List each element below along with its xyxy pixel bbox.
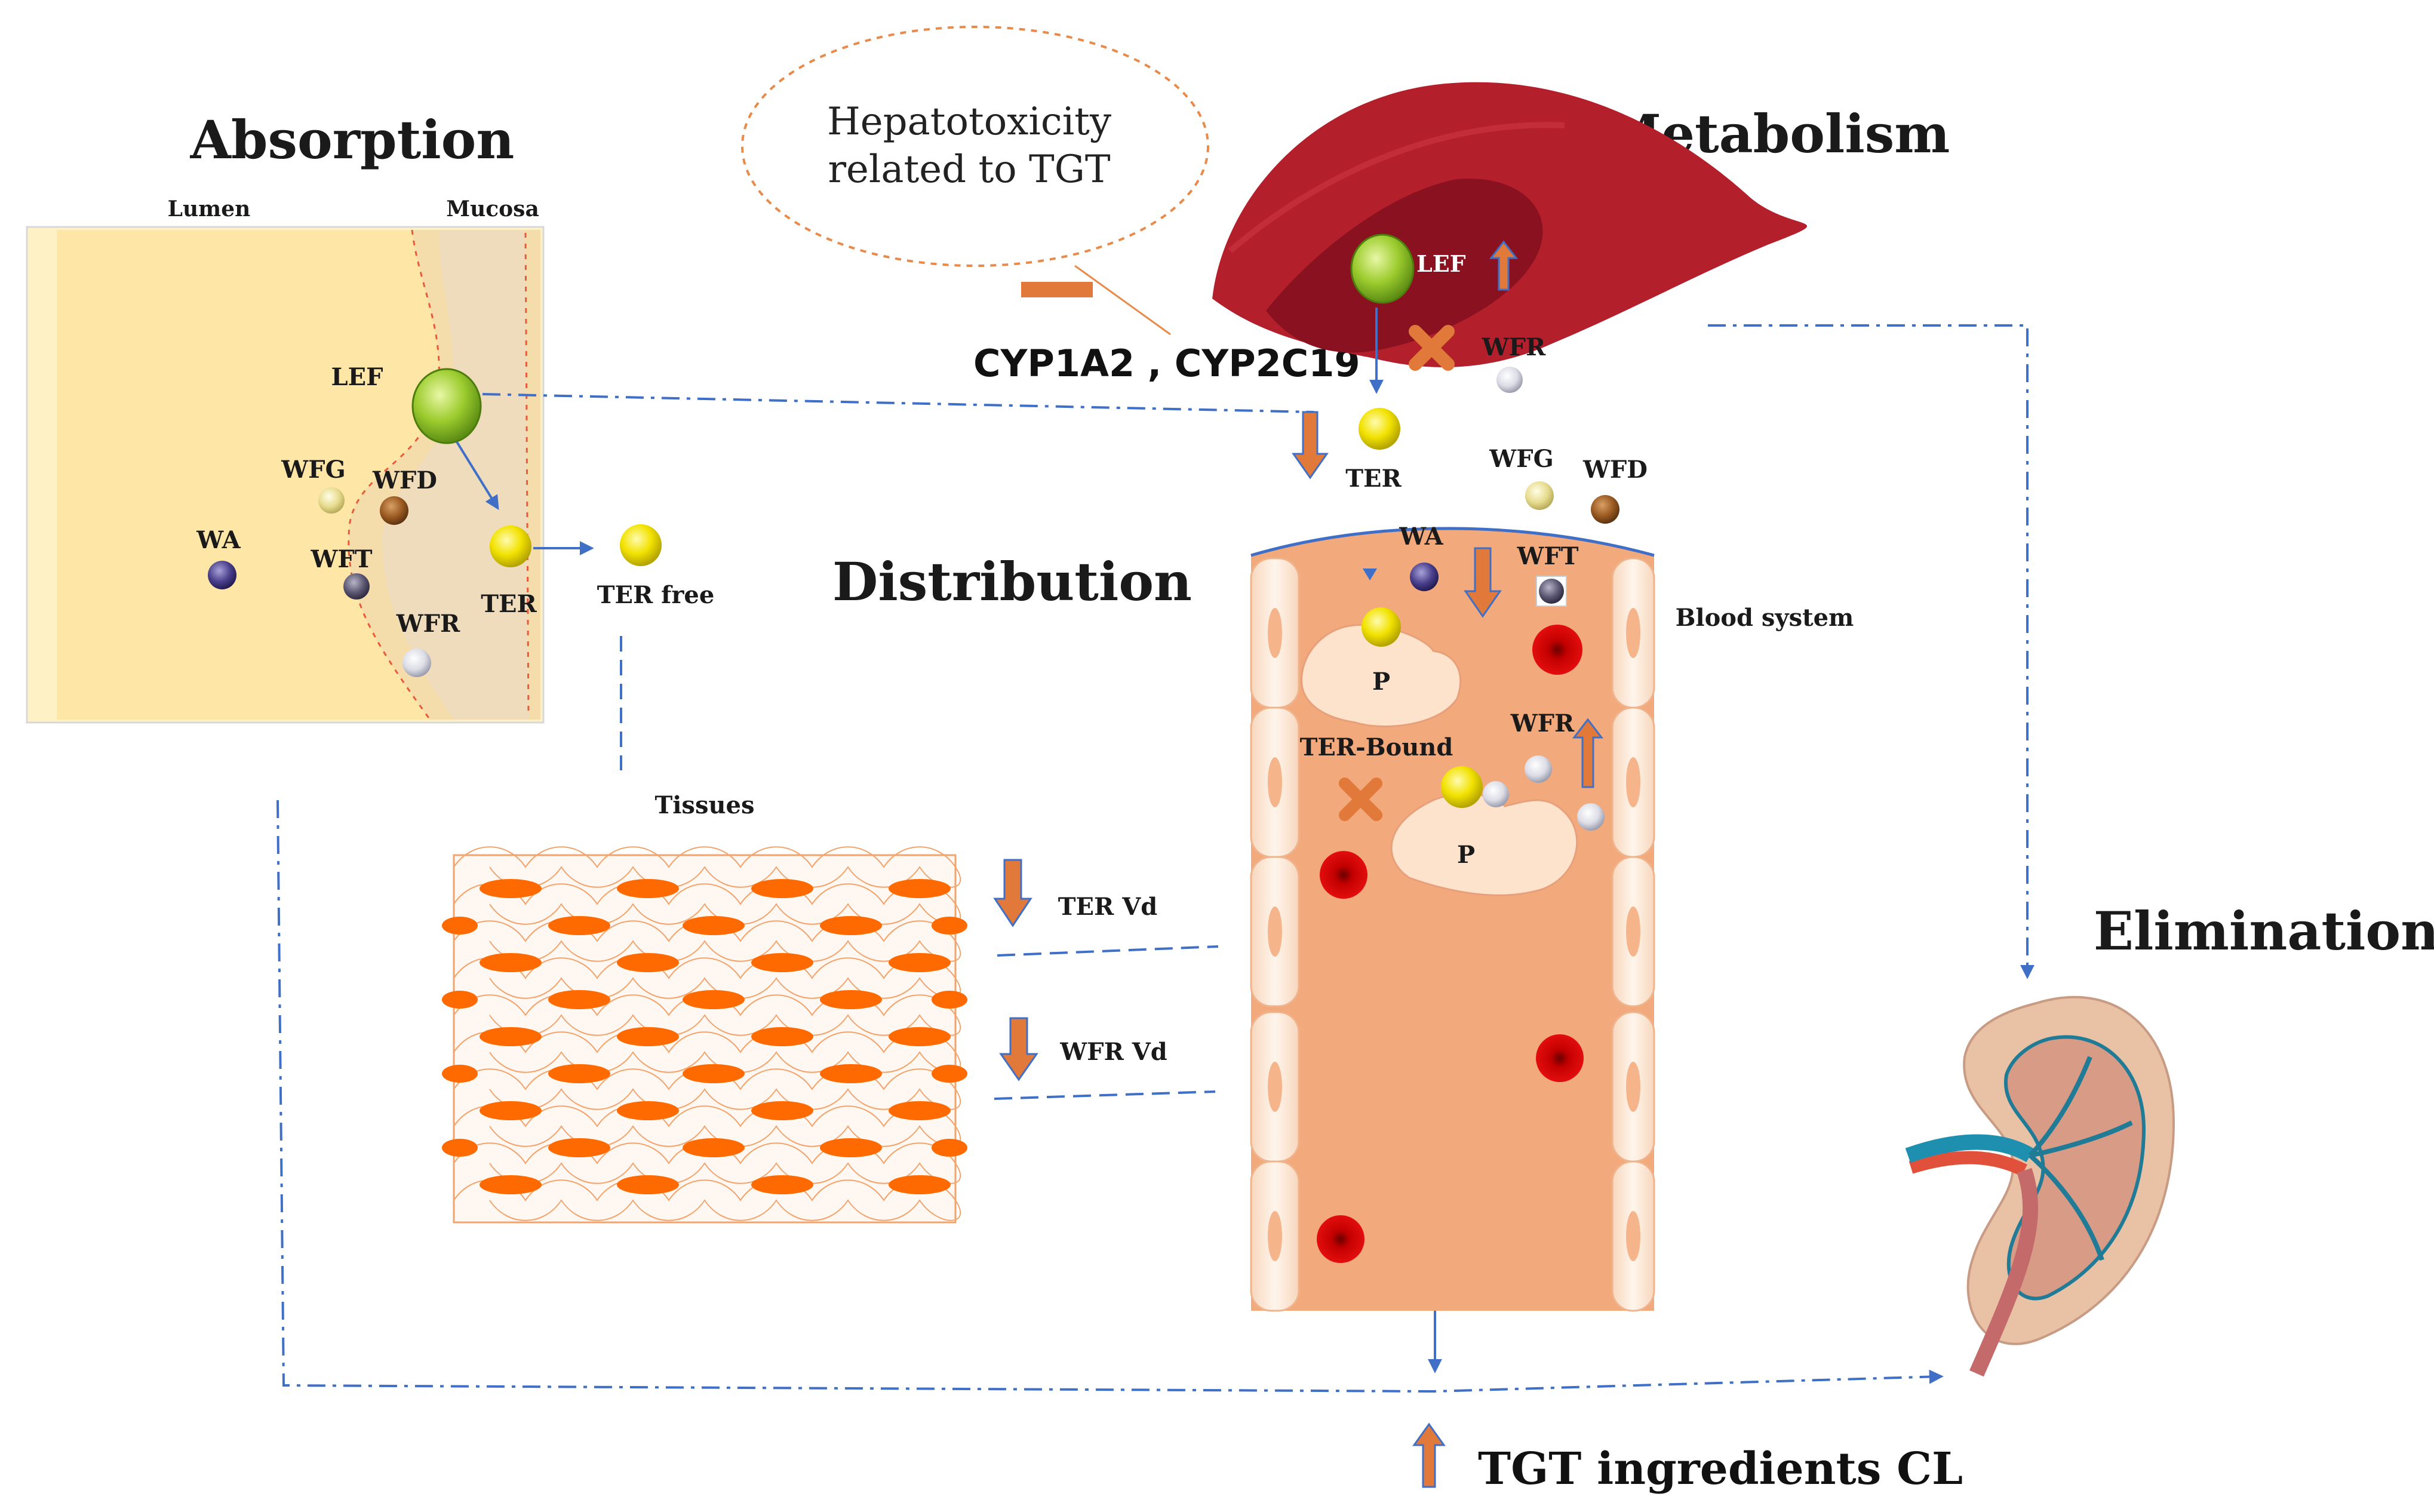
- ter-vd-label: TER Vd: [1058, 893, 1157, 921]
- wfd-molecule-liver: [1591, 495, 1619, 524]
- wfg-label-liver: WFG: [1489, 445, 1553, 473]
- bubble-pointer-line: [1074, 265, 1171, 336]
- liver-to-kidney-line: [1708, 324, 2035, 979]
- wfd-label-absorption: WFD: [372, 466, 437, 494]
- wfr-label-blood: WFR: [1510, 709, 1575, 737]
- wft-molecule-absorption: [343, 573, 370, 600]
- red-blood-cell-2: [1320, 851, 1367, 899]
- lef-to-liver-line: [482, 393, 1314, 413]
- lef-molecule-absorption: [411, 368, 482, 444]
- mucosa-label: Mucosa: [446, 196, 539, 222]
- wfg-molecule-liver: [1525, 481, 1554, 510]
- small-blue-pointer: [1363, 568, 1377, 580]
- ter-label-liver: TER: [1345, 465, 1402, 493]
- blood-system-label: Blood system: [1676, 604, 1854, 632]
- tissue-block: [442, 846, 967, 1224]
- absorption-title: Absorption: [190, 109, 515, 171]
- plasma-protein-2: [1390, 792, 1578, 896]
- ter-free-molecule: [620, 524, 662, 566]
- wfr-vd-decrease-arrow: [999, 1017, 1038, 1081]
- wa-molecule-absorption: [208, 561, 236, 589]
- ter-molecule-absorption: [490, 525, 531, 567]
- wfr-label-liver: WFR: [1482, 333, 1546, 361]
- lef-molecule-liver: [1350, 233, 1415, 304]
- ter-on-protein-2: [1441, 766, 1483, 808]
- lef-label-absorption: LEF: [331, 363, 383, 391]
- clearance-label: TGT ingredients CL: [1478, 1443, 1963, 1495]
- lumen-label: Lumen: [168, 196, 251, 222]
- kidney-icon: [1905, 995, 2175, 1377]
- clearance-increase-arrow: [1412, 1422, 1446, 1488]
- lef-label-liver: LEF: [1416, 250, 1466, 277]
- wfr-increase-arrow: [1572, 718, 1604, 788]
- distribution-title: Distribution: [832, 551, 1192, 613]
- blocked-x-icon-blood: [1339, 777, 1382, 821]
- wfr-vd-label: WFR Vd: [1059, 1038, 1167, 1066]
- wfd-label-liver: WFD: [1582, 456, 1648, 484]
- wfg-molecule-absorption: [318, 487, 345, 514]
- wft-molecule-blood: [1539, 579, 1564, 604]
- inhibition-minus-icon: [1021, 282, 1093, 297]
- ter-vd-decrease-arrow: [993, 859, 1032, 927]
- protein-1-label: P: [1372, 668, 1390, 696]
- ter-label-absorption: TER: [481, 590, 537, 618]
- blood-vessel: [1250, 527, 1655, 1312]
- ter-decrease-arrow-metabolism: [1292, 411, 1329, 480]
- wa-label-blood: WA: [1399, 523, 1443, 551]
- wfr-vd-dash: [994, 1090, 1216, 1100]
- cyp-enzymes-label: CYP1A2 , CYP2C19: [973, 342, 1360, 385]
- wfr-molecule-blood-1: [1525, 755, 1552, 783]
- absorption-to-kidney-line: [276, 800, 1944, 1393]
- red-blood-cell-4: [1317, 1215, 1364, 1263]
- ter-free-label: TER free: [597, 581, 715, 609]
- wft-label-blood: WFT: [1516, 542, 1578, 570]
- wa-molecule-blood: [1410, 563, 1439, 591]
- wfr-molecule-blood-2: [1577, 803, 1605, 831]
- protein-2-label: P: [1457, 841, 1475, 869]
- wfr-label-absorption: WFR: [396, 610, 460, 638]
- blocked-x-icon-liver: [1409, 325, 1455, 371]
- wfr-on-protein-2: [1483, 781, 1509, 807]
- plasma-protein-1: [1300, 623, 1462, 727]
- wfr-molecule-liver: [1496, 367, 1523, 393]
- ter-bound-label: TER-Bound: [1300, 733, 1453, 761]
- elimination-title: Elimination: [2094, 900, 2434, 962]
- red-blood-cell-1: [1532, 625, 1582, 675]
- ter-on-protein-1: [1362, 607, 1401, 647]
- hepatotoxicity-text-2: related to TGT: [828, 147, 1110, 192]
- wft-decrease-arrow: [1464, 547, 1502, 618]
- wa-label-absorption: WA: [196, 526, 241, 554]
- tissues-label: Tissues: [654, 791, 754, 819]
- hepatotoxicity-text-1: Hepatotoxicity: [827, 100, 1111, 144]
- wfg-label-absorption: WFG: [281, 456, 345, 484]
- lef-to-ter-arrow: [456, 441, 499, 511]
- hepatotoxicity-bubble: [741, 26, 1209, 267]
- wft-label-absorption: WFT: [310, 545, 372, 573]
- wfd-molecule-absorption: [380, 496, 408, 525]
- intestine-panel: [26, 226, 545, 724]
- ter-molecule-liver: [1359, 408, 1400, 450]
- lef-increase-arrow: [1489, 240, 1519, 291]
- wfr-molecule-absorption: [402, 649, 431, 677]
- red-blood-cell-3: [1536, 1034, 1584, 1082]
- ter-vd-dash: [997, 945, 1219, 957]
